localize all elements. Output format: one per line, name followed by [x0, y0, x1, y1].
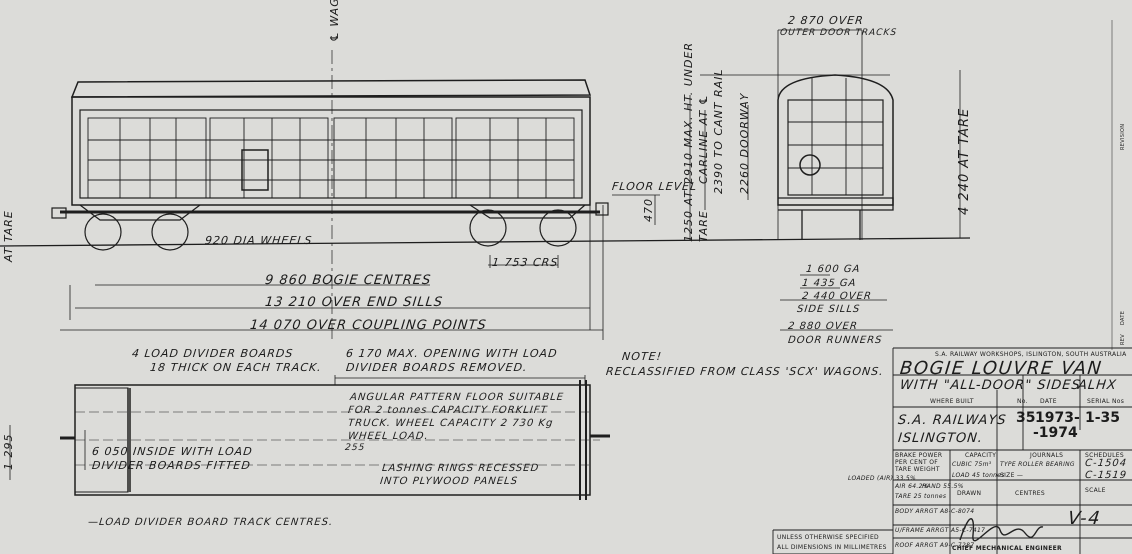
crs-label: 1 753 CRS	[491, 256, 559, 269]
floor-note-1: ANGULAR PATTERN FLOOR SUITABLE	[349, 392, 565, 403]
bogie-centres-label: 9 860 BOGIE CENTRES	[264, 273, 433, 288]
drawn-label: DRAWN	[957, 490, 982, 497]
at-tare-label: AT TARE	[2, 210, 15, 262]
opening-note-1: 6 170 MAX. OPENING WITH LOAD	[345, 347, 559, 360]
build-date-1: 1973-	[1035, 410, 1080, 426]
title-block-grid	[772, 20, 1132, 554]
dim-2910: 2910 MAX. HT. UNDER	[682, 41, 695, 184]
hand-brake: HAND 55.5%	[922, 483, 964, 490]
inside-note-2: DIVIDER BOARDS FITTED	[91, 459, 252, 472]
centres-label: CENTRES	[1015, 490, 1046, 497]
end-height-dim: 4 240 AT TARE	[957, 107, 972, 215]
boards-note-2: 18 THICK ON EACH TRACK.	[149, 361, 323, 374]
date-header: DATE	[1040, 398, 1057, 405]
dim-1250-tare: TARE	[697, 210, 710, 242]
tare-weight: TARE 25 tonnes	[895, 493, 947, 500]
cubic-capacity: CUBIC 75m³	[952, 461, 992, 468]
class-code: ALHX	[1077, 378, 1118, 393]
note-title: NOTE!	[621, 350, 663, 363]
inside-note-1: 6 050 INSIDE WITH LOAD	[91, 445, 254, 458]
signature	[959, 518, 1044, 542]
lashing-note-2: INTO PLYWOOD PANELS	[379, 476, 519, 487]
floor-note-3: TRUCK. WHEEL CAPACITY 2 730 Kg	[347, 418, 554, 429]
lashing-note-1: LASHING RINGS RECESSED	[381, 463, 540, 474]
no-header: No.	[1017, 398, 1028, 405]
roof-arrgt: ROOF ARRGT A9-C-7287	[895, 542, 975, 549]
serial-numbers: 1-35	[1085, 410, 1121, 426]
end-top-dim: 2 870 OVER	[787, 14, 865, 27]
gauge-1600: 1 600 GA	[805, 264, 861, 275]
door-runners-label: DOOR RUNNERS	[787, 335, 883, 346]
side-sills-dim: 2 440 OVER	[801, 291, 873, 302]
title-line-1: BOGIE LOUVRE VAN	[898, 358, 1104, 379]
body-arrgt: BODY ARRGT A8-C-8074	[895, 508, 975, 515]
door-runners-dim: 2 880 OVER	[787, 321, 859, 332]
opening-note-2: DIVIDER BOARDS REMOVED.	[345, 361, 529, 374]
dim-1250: 1250 AT	[682, 190, 695, 242]
end-top-dim-b: OUTER DOOR TRACKS	[779, 28, 898, 38]
air-brake: AIR 64.2%	[895, 483, 929, 490]
dims-note-1: UNLESS OTHERWISE SPECIFIED	[777, 534, 879, 541]
gauge-1435: 1 435 GA	[801, 278, 857, 289]
coupling-label: 14 070 OVER COUPLING POINTS	[249, 318, 488, 333]
end-sills-label: 13 210 OVER END SILLS	[264, 295, 444, 310]
floor-note-4: WHEEL LOAD.	[347, 431, 430, 442]
dim-2390: 2390 TO CANT RAIL	[712, 68, 725, 194]
carline-label: CARLINE AT ℄	[697, 94, 710, 184]
wheels-label: 920 DIA WHEELS	[204, 234, 314, 247]
plan-view-wagon	[9, 375, 610, 500]
serial-header: SERIAL Nos	[1087, 398, 1125, 405]
journals-header: JOURNALS	[1030, 452, 1064, 459]
org-name: S.A. RAILWAY WORKSHOPS, ISLINGTON, SOUTH…	[935, 351, 1127, 358]
capacity-header: CAPACITY	[965, 452, 997, 459]
engineer-title: CHIEF MECHANICAL ENGINEER	[952, 545, 1062, 552]
drawing-number: V-4	[1066, 508, 1103, 529]
journal-type: TYPE ROLLER BEARING	[1000, 461, 1075, 468]
side-sills-label: SIDE SILLS	[796, 304, 861, 315]
dims-note-2: ALL DIMENSIONS IN MILLIMETRES	[777, 544, 887, 551]
uframe-arrgt: U/FRAME ARRGT A5-C-7417	[895, 527, 986, 534]
load-capacity: LOAD 45 tonnes	[952, 472, 1005, 479]
centreline-label: ℄ WAGON	[328, 0, 341, 42]
end-view-wagon	[777, 74, 894, 240]
journal-size: SIZE —	[1000, 472, 1024, 479]
schedules-header: SCHEDULES	[1085, 452, 1124, 459]
where-built-1: S.A. RAILWAYS	[897, 413, 1008, 428]
rev-label: REV	[1120, 334, 1126, 345]
title-line-2: WITH "ALL-DOOR" SIDES	[899, 378, 1082, 393]
floor-note-2: FOR 2 tonnes CAPACITY FORKLIFT	[347, 405, 549, 416]
dim-255: 255	[344, 443, 366, 453]
side-view-wagon	[51, 79, 609, 251]
revision-label: REVISION	[1120, 123, 1126, 150]
dim-2260: 2260 DOORWAY	[738, 92, 751, 195]
rev-date-label: DATE	[1120, 310, 1126, 325]
scale-label: SCALE	[1085, 487, 1106, 494]
schedule-2: C-1519	[1084, 470, 1128, 481]
boards-note-1: 4 LOAD DIVIDER BOARDS	[131, 347, 294, 360]
build-quantity: 35	[1016, 410, 1036, 426]
track-centres-note: —LOAD DIVIDER BOARD TRACK CENTRES.	[87, 517, 334, 528]
dim-470: 470	[642, 198, 655, 222]
brake-header: BRAKE POWER PER CENT OF TARE WEIGHT	[895, 452, 943, 473]
plan-width-dim: 1 295	[2, 433, 15, 471]
where-built-2: ISLINGTON.	[897, 431, 984, 446]
build-date-2: -1974	[1033, 425, 1078, 441]
note-text: RECLASSIFIED FROM CLASS 'SCX' WAGONS.	[605, 365, 885, 378]
loaded-brake: LOADED (AIR) 33.5%	[848, 475, 917, 482]
where-built-header: WHERE BUILT	[930, 398, 974, 405]
schedule-1: C-1504	[1084, 458, 1128, 469]
